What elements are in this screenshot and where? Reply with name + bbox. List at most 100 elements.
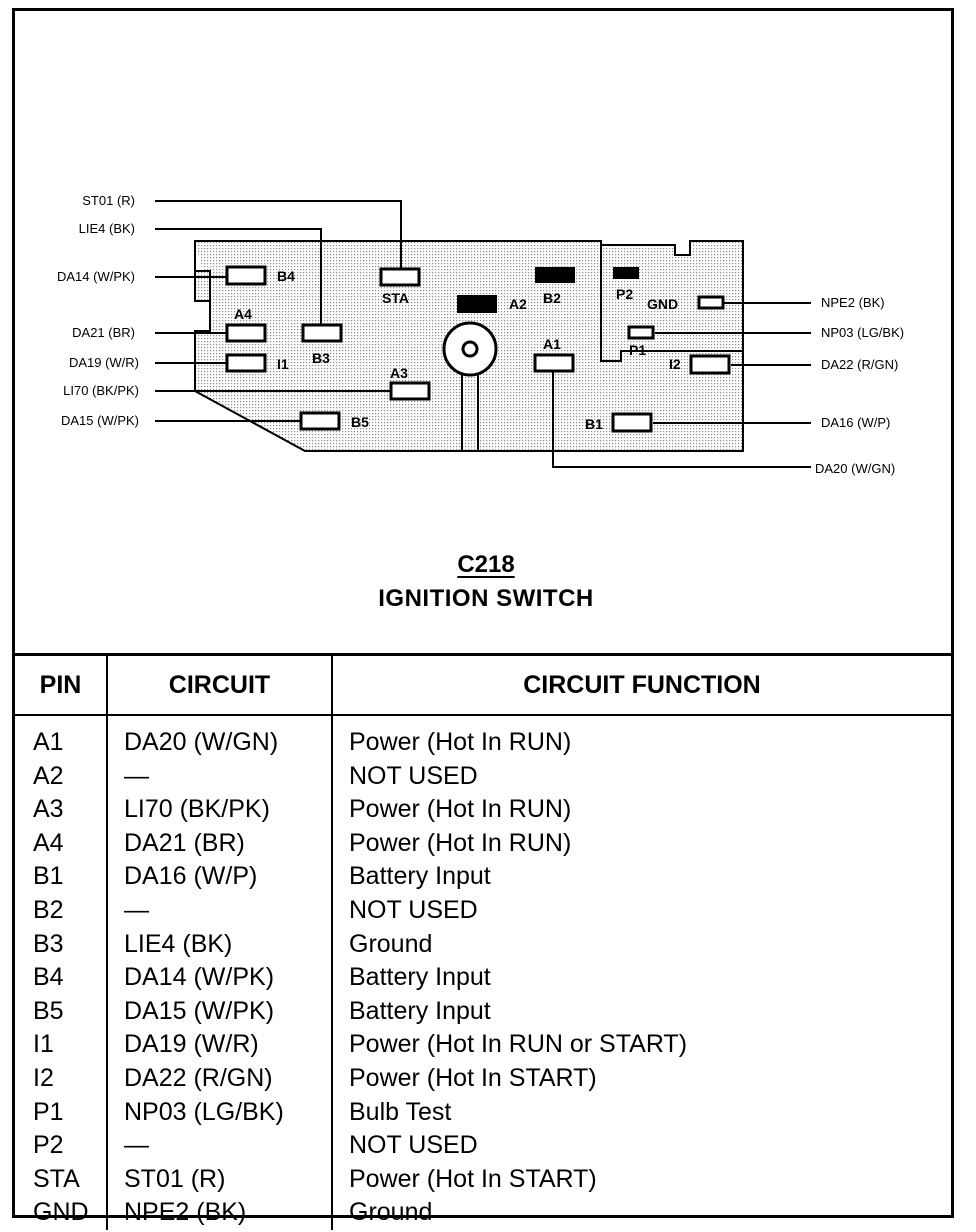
terminal-i2: [689, 354, 731, 375]
wire-label-da22: DA22 (R/GN): [821, 357, 898, 372]
pin-label-p2: P2: [616, 286, 633, 302]
pin-cell: A3: [33, 795, 64, 824]
circuit-cell: DA21 (BR): [124, 828, 245, 857]
function-cell: Ground: [349, 929, 433, 958]
pin-cell: P1: [33, 1097, 64, 1126]
wire-label-da14: DA14 (W/PK): [57, 269, 135, 284]
pin-label-b2: B2: [543, 290, 561, 306]
key-stem: [461, 373, 479, 451]
connector-name: IGNITION SWITCH: [378, 585, 594, 612]
pin-cell: B1: [33, 862, 64, 891]
circuit-column: DA20 (W/GN) — LI70 (BK/PK) DA21 (BR) DA16 (W…: [106, 715, 332, 1230]
wire-label-st01: ST01 (R): [82, 193, 135, 208]
pin-label-a4: A4: [234, 306, 252, 322]
circuit-cell: —: [124, 895, 149, 924]
pin-label-a3: A3: [390, 365, 408, 381]
function-cell: Power (Hot In RUN or START): [349, 1030, 688, 1059]
wire-label-np03: NP03 (LG/BK): [821, 325, 904, 340]
function-cell: Bulb Test: [349, 1097, 452, 1126]
header-pin: PIN: [15, 653, 107, 716]
circuit-cell: LIE4 (BK): [124, 929, 233, 958]
function-cell: Power (Hot In START): [349, 1164, 597, 1193]
left-wires: [155, 200, 402, 422]
terminal-i1: [225, 353, 267, 373]
pin-label-b3: B3: [312, 350, 330, 366]
wire-label-da19: DA19 (W/R): [69, 355, 139, 370]
function-cell: Ground: [349, 1198, 433, 1227]
wire-label-li70: LI70 (BK/PK): [63, 383, 139, 398]
terminal-b2: [535, 267, 575, 283]
wire-label-da16: DA16 (W/P): [821, 415, 890, 430]
pin-cell: B2: [33, 895, 64, 924]
pin-cell: STA: [33, 1164, 80, 1193]
terminal-b4: [225, 265, 267, 286]
pin-label-p1: P1: [629, 342, 646, 358]
pin-cell: P2: [33, 1131, 64, 1160]
circuit-cell: —: [124, 1131, 149, 1160]
terminal-b3: [301, 323, 343, 343]
terminal-a3: [389, 381, 431, 401]
circuit-cell: NP03 (LG/BK): [124, 1097, 284, 1126]
pin-label-b4: B4: [277, 268, 295, 284]
function-cell: Battery Input: [349, 862, 491, 891]
pin-label-sta: STA: [382, 290, 409, 306]
circuit-cell: DA22 (R/GN): [124, 1063, 273, 1092]
circuit-cell: DA19 (W/R): [124, 1030, 259, 1059]
pin-label-i2: I2: [669, 356, 681, 372]
pin-cell: GND: [33, 1198, 89, 1227]
terminal-b1: [611, 412, 653, 433]
wire-label-lie4: LIE4 (BK): [79, 221, 135, 236]
circuit-cell: —: [124, 761, 149, 790]
circuit-cell: LI70 (BK/PK): [124, 795, 270, 824]
terminal-sta: [379, 267, 421, 287]
terminal-gnd: [697, 295, 725, 310]
circuit-cell: DA20 (W/GN): [124, 728, 279, 756]
function-cell: Power (Hot In RUN): [349, 828, 572, 857]
unused-terminals: [457, 267, 639, 313]
pin-cell: I1: [33, 1030, 54, 1059]
pin-label-a2: A2: [509, 296, 527, 312]
circuit-cell: DA16 (W/P): [124, 862, 258, 891]
circuit-cell: DA14 (W/PK): [124, 963, 275, 992]
pin-cell: I2: [33, 1063, 54, 1092]
function-cell: NOT USED: [349, 761, 478, 790]
wire-da20: [552, 371, 811, 468]
pin-label-a1: A1: [543, 336, 561, 352]
pin-cell: A1: [33, 728, 64, 756]
pin-label-b1: B1: [585, 416, 603, 432]
terminal-p2: [613, 267, 639, 279]
wire-label-da15: DA15 (W/PK): [61, 413, 139, 428]
function-cell: Power (Hot In START): [349, 1063, 597, 1092]
circuit-cell: NPE2 (BK): [124, 1198, 247, 1227]
key-boss-center: [461, 340, 479, 358]
wire-label-da20: DA20 (W/GN): [815, 461, 895, 476]
pin-cell: B5: [33, 996, 64, 1025]
terminal-b5: [299, 411, 341, 431]
circuit-cell: DA15 (W/PK): [124, 996, 275, 1025]
terminal-p1: [627, 325, 655, 340]
function-cell: NOT USED: [349, 1131, 478, 1160]
connector-caption: C218 IGNITION SWITCH: [15, 551, 957, 613]
terminal-a4: [225, 323, 267, 343]
pin-cell: B3: [33, 929, 64, 958]
right-wires: [552, 302, 811, 468]
pin-label-b5: B5: [351, 414, 369, 430]
connector-id: C218: [457, 551, 515, 578]
function-cell: Battery Input: [349, 963, 491, 992]
header-circuit: CIRCUIT: [106, 653, 332, 716]
function-cell: Power (Hot In RUN): [349, 795, 572, 824]
pin-label-gnd: GND: [647, 296, 678, 312]
pin-cell: A2: [33, 761, 64, 790]
pin-cell: B4: [33, 963, 64, 992]
function-column: Power (Hot In RUN) NOT USED Power (Hot In …: [331, 715, 951, 1230]
function-cell: Power (Hot In RUN): [349, 728, 572, 756]
pin-label-i1: I1: [277, 356, 289, 372]
wire-label-npe2: NPE2 (BK): [821, 295, 885, 310]
circuit-cell: ST01 (R): [124, 1164, 226, 1193]
wire-label-da21: DA21 (BR): [72, 325, 135, 340]
terminal-a2: [457, 295, 497, 313]
pin-cell: A4: [33, 828, 64, 857]
terminals: [225, 265, 731, 433]
